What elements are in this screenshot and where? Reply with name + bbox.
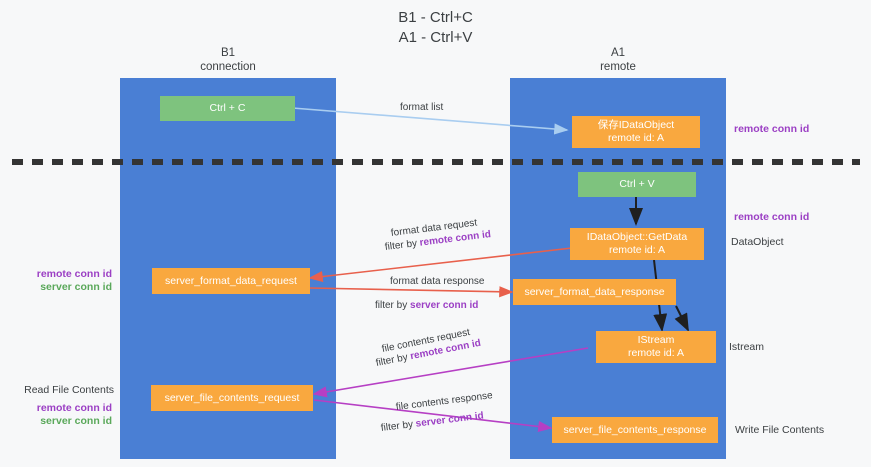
arrow-response-to-istream <box>674 305 689 332</box>
filter-value-server-conn-id: server conn id <box>410 300 479 311</box>
node-idataobject[interactable]: 保存IDataObject remote id: A <box>572 116 700 148</box>
arrow-format-data-response <box>309 286 514 298</box>
column-header-a1: A1 remote <box>600 47 636 73</box>
annotation-remote-conn-id-mid: remote conn id <box>734 211 810 223</box>
node-ctrl-c[interactable]: Ctrl + C <box>160 96 295 121</box>
node-server-format-data-response[interactable]: server_format_data_response <box>513 279 676 305</box>
column-header-b1: B1 connection <box>200 47 256 73</box>
annotation-left-server-conn-id: server conn id <box>40 281 112 293</box>
node-ctrl-v[interactable]: Ctrl + V <box>578 172 696 197</box>
edge-label-format-data-response-filter: filter by server conn id <box>375 299 478 312</box>
edge-label-format-list: format list <box>400 102 444 113</box>
node-istream[interactable]: IStream remote id: A <box>596 331 716 363</box>
arrow-format-data-request <box>308 247 573 283</box>
annotation-istream: Istream <box>729 341 765 353</box>
filter-prefix: filter by <box>375 300 411 311</box>
annotation-left-server-conn-id-2: server conn id <box>40 415 112 427</box>
arrow-file-contents-request <box>312 347 589 398</box>
page-title: B1 - Ctrl+C A1 - Ctrl+V <box>398 9 473 46</box>
edge-label-format-data-response: format data response <box>390 276 485 287</box>
annotation-read-file-contents: Read File Contents <box>24 384 114 396</box>
annotation-remote-conn-id-top: remote conn id <box>734 123 810 135</box>
node-server-file-contents-request[interactable]: server_file_contents_request <box>151 385 313 411</box>
annotation-left-remote-conn-id-2: remote conn id <box>36 402 112 414</box>
arrow-file-contents-response <box>313 399 553 433</box>
annotation-left-remote-conn-id: remote conn id <box>36 268 112 280</box>
arrow-format-list <box>279 106 569 135</box>
annotation-write-file-contents: Write File Contents <box>735 424 825 436</box>
node-server-file-contents-response[interactable]: server_file_contents_response <box>552 417 718 443</box>
node-idataobject-getdata[interactable]: IDataObject::GetData remote id: A <box>570 228 704 260</box>
node-server-format-data-request[interactable]: server_format_data_request <box>152 268 310 294</box>
annotation-data-object: DataObject <box>731 236 784 248</box>
